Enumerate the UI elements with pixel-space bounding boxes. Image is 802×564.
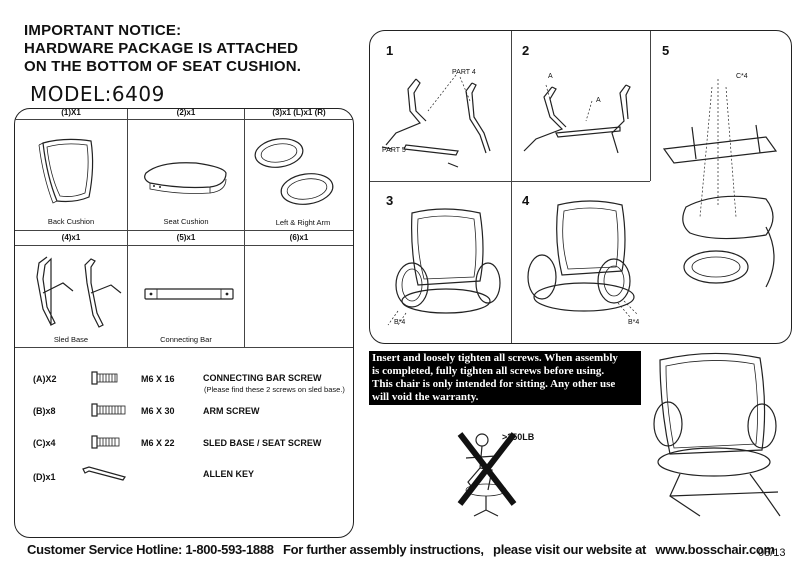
sled-base-illustration bbox=[36, 256, 122, 328]
notice-line-2: HARDWARE PACKAGE IS ATTACHED bbox=[24, 40, 299, 57]
hardware-a-desc: CONNECTING BAR SCREW bbox=[203, 373, 322, 383]
warning-line-2: is completed, fully tighten all screws b… bbox=[372, 365, 605, 377]
warning-line-1: Insert and loosely tighten all screws. W… bbox=[372, 352, 618, 364]
warning-line-3: This chair is only intended for sitting.… bbox=[372, 378, 616, 390]
step-5-number: 5 bbox=[662, 43, 670, 58]
part-2-qty: (2)x1 bbox=[176, 108, 196, 117]
hardware-a-note: (Please find these 2 screws on sled base… bbox=[204, 385, 345, 394]
part-4-caption: Sled Base bbox=[53, 335, 89, 344]
screw-a-label-2: A bbox=[596, 97, 601, 104]
weight-limit-label: >250LB bbox=[502, 432, 535, 442]
part-1-caption: Back Cushion bbox=[47, 217, 95, 226]
step-4-illustration bbox=[527, 200, 639, 318]
usage-warning: Insert and loosely tighten all screws. W… bbox=[369, 351, 641, 405]
part-2-caption: Seat Cushion bbox=[163, 217, 209, 226]
grid-line bbox=[511, 31, 512, 343]
part-5-label: PART 5 bbox=[382, 147, 406, 154]
grid-line bbox=[15, 347, 353, 348]
assembly-steps-panel: 1 2 5 3 4 PART 4 PART 5 A A C*4 B*4 bbox=[369, 30, 792, 344]
part-1-qty: (1)X1 bbox=[61, 108, 81, 117]
no-standing-weight-limit-icon bbox=[457, 432, 517, 517]
page-number: 08/13 bbox=[758, 547, 786, 559]
hardware-b-desc: ARM SCREW bbox=[203, 406, 260, 416]
screw-b-label-left: B*4 bbox=[394, 319, 406, 326]
important-notice: IMPORTANT NOTICE: HARDWARE PACKAGE IS AT… bbox=[24, 22, 301, 76]
hardware-a-qty: (A)X2 bbox=[33, 374, 57, 384]
connecting-bar-illustration bbox=[144, 288, 234, 300]
model-number: MODEL:6409 bbox=[30, 82, 165, 106]
further-instructions: For further assembly instructions, bbox=[283, 542, 484, 557]
step-5-illustration bbox=[662, 79, 778, 288]
screw-b-icon bbox=[91, 403, 126, 417]
assembled-chair-illustration bbox=[653, 352, 781, 517]
step-2-illustration bbox=[523, 84, 631, 154]
hardware-c-size: M6 X 22 bbox=[141, 438, 175, 448]
hardware-c-desc: SLED BASE / SEAT SCREW bbox=[203, 438, 322, 448]
screw-a-icon bbox=[91, 371, 118, 385]
footer: Customer Service Hotline: 1-800-593-1888… bbox=[27, 542, 775, 557]
screw-a-label-1: A bbox=[548, 73, 553, 80]
part-5-qty: (5)x1 bbox=[176, 233, 196, 242]
hardware-a-size: M6 X 16 bbox=[141, 374, 175, 384]
seat-cushion-illustration bbox=[144, 162, 227, 194]
notice-line-1: IMPORTANT NOTICE: bbox=[24, 22, 182, 39]
screw-c-icon bbox=[91, 435, 120, 449]
parts-list-panel: (1)X1 (2)x1 (3)x1 (L)x1 (R) Back Cushion… bbox=[14, 108, 354, 538]
hardware-d-desc: ALLEN KEY bbox=[203, 469, 255, 479]
part-4-label: PART 4 bbox=[452, 69, 476, 76]
part-5-caption: Connecting Bar bbox=[160, 335, 212, 344]
part-6-qty: (6)x1 bbox=[289, 233, 309, 242]
step-2-number: 2 bbox=[522, 43, 530, 58]
warning-line-4: will void the warranty. bbox=[372, 391, 479, 403]
step-3-illustration bbox=[387, 208, 501, 326]
grid-line bbox=[15, 245, 353, 246]
back-cushion-illustration bbox=[38, 138, 94, 204]
website-link[interactable]: www.bosschair.com bbox=[655, 542, 775, 557]
part-3-caption: Left & Right Arm bbox=[275, 218, 331, 227]
screw-b-label-right: B*4 bbox=[628, 319, 640, 326]
customer-service-hotline: Customer Service Hotline: 1-800-593-1888 bbox=[27, 542, 274, 557]
hardware-c-qty: (C)x4 bbox=[33, 438, 56, 448]
grid-line bbox=[244, 109, 245, 347]
screw-c-label: C*4 bbox=[736, 73, 748, 80]
step-1-illustration bbox=[381, 74, 491, 168]
grid-line bbox=[370, 181, 650, 182]
visit-text: please visit our website at bbox=[493, 542, 647, 557]
step-1-number: 1 bbox=[386, 43, 394, 58]
grid-line bbox=[650, 31, 651, 181]
allen-key-icon bbox=[82, 466, 126, 481]
notice-line-3: ON THE BOTTOM OF SEAT CUSHION. bbox=[24, 58, 302, 75]
part-3-qty: (3)x1 (L)x1 (R) bbox=[272, 108, 326, 117]
hardware-d-qty: (D)x1 bbox=[33, 472, 56, 482]
arm-rests-illustration bbox=[254, 138, 334, 205]
grid-line bbox=[15, 119, 353, 120]
grid-line bbox=[15, 230, 353, 231]
part-4-qty: (4)x1 bbox=[61, 233, 81, 242]
step-4-number: 4 bbox=[522, 193, 530, 208]
hardware-b-size: M6 X 30 bbox=[141, 406, 175, 416]
grid-line bbox=[127, 109, 128, 347]
step-3-number: 3 bbox=[386, 193, 394, 208]
hardware-b-qty: (B)x8 bbox=[33, 406, 56, 416]
